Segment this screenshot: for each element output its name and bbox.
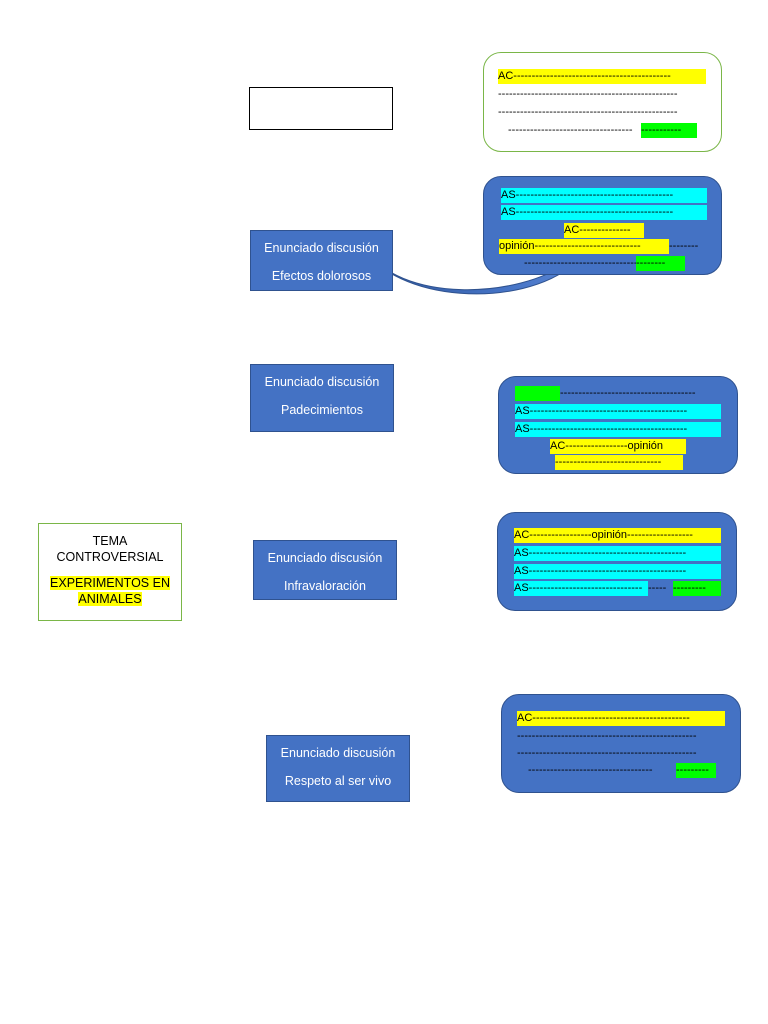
as-line: AS--------------------------------------… (514, 564, 721, 579)
ac-line: AC-------------- (564, 223, 644, 238)
argument-box-4: AC-----------------opinión--------------… (497, 512, 737, 611)
dash-line: ------------------------------------- (560, 387, 696, 399)
statement-title: Enunciado discusión (264, 375, 380, 389)
argument-box-2: AS--------------------------------------… (483, 176, 722, 275)
dash-line: ------------------------------- (524, 257, 636, 269)
statement-subtitle: Efectos dolorosos (271, 269, 372, 283)
green-highlight: ----------- (641, 123, 697, 138)
green-highlight: -------- (636, 256, 685, 271)
ac-opinion-line: AC-----------------opinión (550, 439, 686, 454)
statement-title: Enunciado discusión (267, 551, 383, 565)
dash-line: ---------------------------------- (508, 124, 633, 136)
opinion-line: opinión----------------------------- (499, 239, 669, 254)
green-highlight (515, 386, 560, 401)
dash-line: ----------------------------------------… (517, 747, 697, 759)
argument-box-3: ------------------------------------- AS… (498, 376, 738, 474)
statement-title: Enunciado discusión (264, 241, 379, 255)
green-highlight: --------- (673, 581, 721, 596)
topic-box: TEMA CONTROVERSIAL EXPERIMENTOS EN ANIMA… (38, 523, 182, 621)
statement-title: Enunciado discusión (280, 746, 396, 760)
statement-subtitle: Padecimientos (281, 403, 363, 417)
dash-line: ----------------------------------------… (498, 106, 678, 118)
statement-subtitle: Infravaloración (284, 579, 366, 593)
empty-box (249, 87, 393, 130)
dash-line: ---------------------------------- (528, 764, 653, 776)
as-line: AS--------------------------------------… (515, 422, 721, 437)
topic-line-1: TEMA (92, 534, 128, 548)
dash-line: ----------------------------------------… (498, 88, 678, 100)
dash-line: -------- (669, 240, 699, 252)
statement-box-4: Enunciado discusión Respeto al ser vivo (266, 735, 410, 802)
topic-highlight-2: ANIMALES (78, 592, 142, 606)
ac-line: AC--------------------------------------… (517, 711, 725, 726)
topic-line-2: CONTROVERSIAL (56, 550, 164, 564)
statement-box-3: Enunciado discusión Infravaloración (253, 540, 397, 600)
argument-box-1: AC--------------------------------------… (483, 52, 722, 152)
argument-box-5: AC--------------------------------------… (501, 694, 741, 793)
statement-box-2: Enunciado discusión Padecimientos (250, 364, 394, 432)
as-line: AS------------------------------- (514, 581, 648, 596)
as-line: AS--------------------------------------… (501, 188, 707, 203)
statement-box-1: Enunciado discusión Efectos dolorosos (250, 230, 393, 291)
ac-line: AC--------------------------------------… (498, 69, 706, 84)
dash-line: ----------------------------------------… (517, 730, 697, 742)
as-line: AS--------------------------------------… (501, 205, 707, 220)
dash-line: ----- (648, 582, 667, 594)
as-line: AS--------------------------------------… (515, 404, 721, 419)
green-highlight: --------- (676, 763, 716, 778)
topic-highlight-1: EXPERIMENTOS EN (50, 576, 170, 590)
as-line: AS--------------------------------------… (514, 546, 721, 561)
ac-opinion-line: AC-----------------opinión--------------… (514, 528, 721, 543)
statement-subtitle: Respeto al ser vivo (284, 774, 392, 788)
dash-line: ----------------------------- (555, 455, 683, 470)
